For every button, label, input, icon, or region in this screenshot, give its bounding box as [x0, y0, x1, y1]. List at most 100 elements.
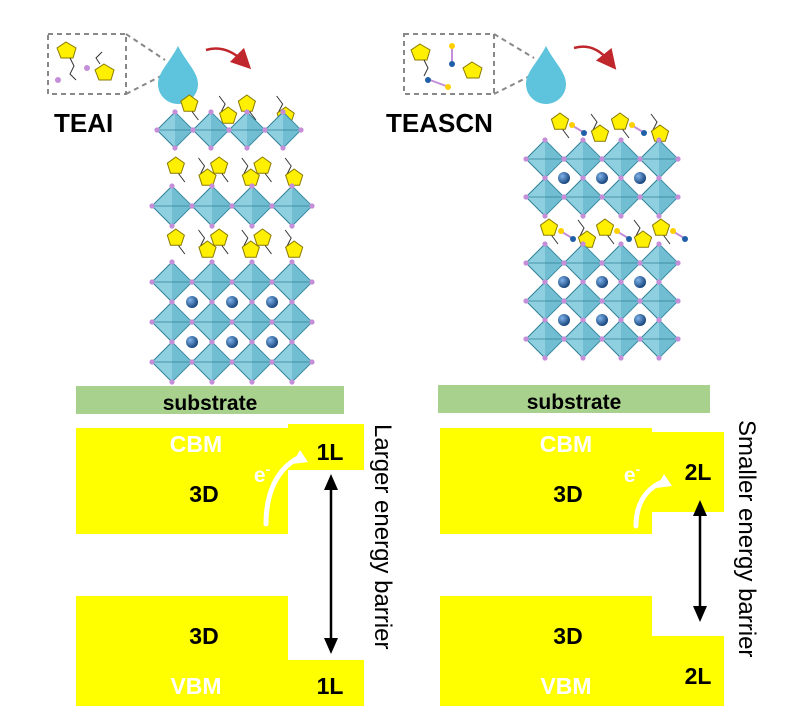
left-perovskite-stack [149, 94, 315, 385]
a-site-cation [596, 172, 608, 184]
barrier-label: Smaller energy barrier [733, 420, 760, 657]
octahedron [269, 339, 315, 385]
spacer-ring [180, 94, 199, 112]
spacer-ring [590, 124, 610, 142]
octahedron [523, 317, 567, 361]
spacer-molecule-inset [47, 33, 166, 95]
spacer-ring [595, 218, 615, 236]
spacer-ring [210, 228, 229, 246]
spacer-ring [241, 240, 260, 258]
octahedron [154, 109, 196, 151]
spacer-ring [237, 94, 256, 112]
substrate-label: substrate [163, 392, 258, 415]
spacer-ring [219, 106, 238, 124]
solution-drop-icon [158, 46, 198, 104]
barrier-label: Larger energy barrier [369, 424, 396, 649]
left-energy-diagram: CBM 3D 1L e- 3D VBM 1L Larger energy bar… [76, 424, 396, 706]
octahedron [637, 175, 681, 219]
a-site-cation [558, 172, 570, 184]
spacer-ring [610, 112, 630, 130]
left-panel: TEAI substrate CBM 3D 1L e- 3D VBM 1L La… [47, 33, 396, 706]
cbm-label: CBM [540, 431, 592, 457]
octahedron [149, 183, 195, 229]
layer-label-bottom: 2L [685, 663, 712, 689]
octahedron [523, 279, 567, 323]
a-site-cation [596, 276, 608, 288]
octahedron [599, 317, 643, 361]
substrate [76, 386, 344, 414]
octahedron [637, 279, 681, 323]
precursor-label: TEASCN [386, 108, 493, 138]
spacer-ring [166, 156, 185, 174]
spacer-ring [285, 240, 304, 258]
layer-label-top: 2L [685, 459, 712, 485]
octahedron [269, 183, 315, 229]
deposition-arrow-icon [573, 45, 617, 70]
a-site-cation [634, 314, 646, 326]
bulk-label-top: 3D [553, 481, 582, 507]
spacer-ring [253, 228, 272, 246]
vbm-label: VBM [170, 673, 221, 699]
bulk-label-top: 3D [189, 481, 218, 507]
a-site-cation [634, 276, 646, 288]
spacer-ring [550, 112, 570, 130]
a-site-cation [186, 336, 198, 348]
deposition-arrow-icon [205, 47, 252, 70]
electron-arrow-head-icon [656, 474, 672, 488]
electron-transfer-arrow-icon [633, 479, 665, 529]
octahedron [561, 241, 605, 285]
electron-label: e- [624, 461, 641, 487]
precursor-label: TEAI [54, 108, 113, 138]
vbm-label: VBM [540, 673, 591, 699]
gap-arrow-head-down-icon [693, 606, 707, 622]
spacer-ring [166, 228, 185, 246]
octahedron [229, 339, 275, 385]
organic-spacer-layer [166, 228, 304, 258]
electron-label: e- [254, 461, 271, 487]
a-site-cation [266, 336, 278, 348]
substrate [438, 385, 710, 413]
conduction-band [440, 428, 724, 534]
octahedron [523, 175, 567, 219]
a-site-cation [558, 314, 570, 326]
valence-band [440, 596, 724, 706]
spacer-ring [198, 168, 217, 186]
octahedron [637, 241, 681, 285]
gap-arrow-head-up-icon [324, 474, 338, 490]
spacer-ring [651, 218, 671, 236]
bulk-label-bottom: 3D [553, 623, 582, 649]
valence-band [76, 596, 364, 706]
octahedron [262, 109, 304, 151]
conduction-band [76, 424, 364, 534]
right-energy-diagram: CBM 3D 2L e- 3D VBM 2L Smaller energy ba… [440, 420, 760, 706]
cbm-label: CBM [170, 431, 222, 457]
a-site-cation [634, 172, 646, 184]
octahedron [561, 317, 605, 361]
octahedron [269, 299, 315, 345]
layer-label-top: 1L [317, 439, 344, 465]
spacer-molecule-icon [410, 43, 483, 90]
a-site-cation [186, 296, 198, 308]
octahedron [599, 241, 643, 285]
spacer-molecule-inset [403, 33, 535, 95]
a-site-cation [558, 276, 570, 288]
spacer-ring [633, 230, 653, 248]
octahedron [229, 299, 275, 345]
right-panel: TEASCN substrate CBM 3D 2L e- 3D VBM 2L … [386, 33, 760, 706]
octahedron [561, 137, 605, 181]
octahedron [229, 183, 275, 229]
gap-arrow-head-up-icon [693, 500, 707, 516]
a-site-cation [226, 296, 238, 308]
octahedron [637, 317, 681, 361]
bulk-label-bottom: 3D [189, 623, 218, 649]
octahedron [189, 299, 235, 345]
electron-arrow-head-icon [292, 450, 308, 464]
gap-arrow-head-down-icon [324, 638, 338, 654]
a-site-cation [266, 296, 278, 308]
spacer-ring [210, 156, 229, 174]
spacer-ring [253, 156, 272, 174]
spacer-ring [539, 218, 559, 236]
solution-drop-icon [526, 46, 566, 104]
organic-spacer-layer [539, 218, 688, 248]
